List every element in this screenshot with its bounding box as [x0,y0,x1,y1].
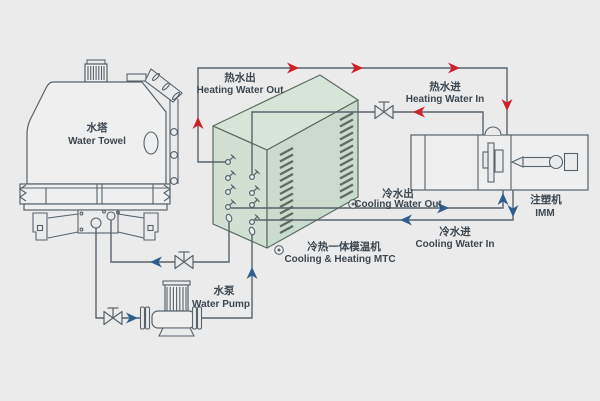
label-water-pump-en: Water Pump [192,299,250,310]
vent-grille-right [339,111,354,200]
caster-wheel-icon [274,245,284,255]
mtc-right-face [266,99,359,249]
label-heating-out-en: Heating Water Out [197,85,285,96]
vent-grille-left [279,146,294,235]
pump-base [158,327,195,337]
pump-flange-right-2 [196,306,203,330]
tower-outlet-pipe [126,68,183,185]
oval-port [248,226,256,236]
heating-water-in-pipe [251,111,484,174]
imm-dome [484,126,502,136]
label-cooling-out-zh: 冷水出 [382,187,414,200]
cooling-water-in-pipe [255,190,514,221]
label-imm-zh: 注塑机 [530,193,562,206]
pump-motor-icon [162,280,191,313]
tower-basin [19,183,171,211]
label-mtc-zh: 冷热一体模温机 [307,240,381,253]
imm-mold [482,142,504,183]
valve-tower-return [174,251,194,270]
valve-pump-suction [103,307,123,326]
labels: 热水出 Heating Water Out 热水进 Heating Water … [68,71,562,310]
pump-flange-left [139,306,146,330]
pump-volute [151,310,196,329]
tower-leg-left [32,212,48,241]
label-water-pump-zh: 水泵 [213,284,235,297]
label-heating-in-en: Heating Water In [406,94,485,105]
label-cooling-out-en: Cooling Water Out [354,199,442,210]
pump-suction-pipe [95,228,140,319]
label-cooling-in-en: Cooling Water In [415,239,494,250]
tower-return-pipe [110,220,230,263]
label-water-tower-zh: 水塔 [86,121,108,134]
imm-machine [410,126,589,191]
mtc-ports [225,153,261,236]
tower-port-large [90,217,102,229]
break-mark-left [19,184,27,202]
pump-flange-left-2 [144,306,151,330]
label-heating-in-zh: 热水进 [429,80,461,93]
pump-flange-right [191,306,198,330]
label-imm-en: IMM [535,208,554,219]
water-pump [139,280,203,337]
break-mark-right [163,184,171,202]
pump-discharge-pipe [202,234,253,319]
imm-injection-unit [510,152,579,172]
water-tower [19,59,183,241]
tower-fan-motor-icon [84,59,108,83]
mtc-unit [212,74,359,249]
valve-heating-in [374,101,394,120]
label-heating-out-zh: 热水出 [224,71,256,84]
label-mtc-en: Cooling & Heating MTC [284,254,395,265]
tower-window [143,131,159,155]
tower-leg-right [143,212,159,241]
label-cooling-in-zh: 冷水进 [439,225,471,238]
label-water-tower-en: Water Towel [68,136,126,147]
tower-body [26,81,167,185]
oval-port [225,213,233,223]
heating-water-out-pipe [197,67,508,163]
tower-port-small [106,211,116,221]
